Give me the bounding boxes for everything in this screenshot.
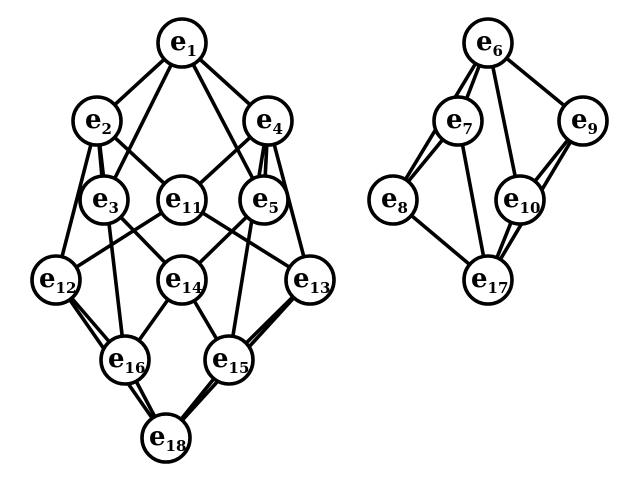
edge-e2-e16 (95, 119, 127, 362)
edge-e1-e5 (180, 41, 266, 202)
node-circle (140, 412, 192, 464)
node-label: e11 (165, 184, 202, 217)
node-label: e12 (39, 264, 76, 297)
node-label: e10 (503, 184, 540, 217)
node-e12: e12 (30, 254, 82, 306)
node-e15: e15 (203, 334, 255, 386)
node-label-subscript: 9 (588, 120, 598, 138)
node-label-base: e (503, 184, 520, 214)
node-circle (432, 95, 484, 147)
node-label: e14 (165, 264, 202, 297)
node-label-subscript: 15 (229, 359, 250, 377)
node-circle (242, 95, 294, 147)
node-e10: e10 (494, 174, 546, 226)
node-e11: e11 (156, 174, 208, 226)
node-label-base: e (212, 344, 229, 374)
node-label: e15 (212, 344, 249, 377)
node-label-base: e (165, 264, 182, 294)
edge-e1-e3 (102, 41, 184, 202)
node-label-subscript: 1 (187, 42, 197, 60)
node-circle (78, 174, 130, 226)
node-circle (462, 17, 514, 69)
node-e16: e16 (99, 334, 151, 386)
node-label: e3 (92, 184, 119, 217)
node-label-subscript: 16 (125, 359, 146, 377)
node-e5: e5 (238, 174, 290, 226)
node-e14: e14 (156, 254, 208, 306)
node-label-subscript: 10 (520, 199, 541, 217)
node-circle (494, 174, 546, 226)
node-label-base: e (571, 105, 588, 135)
node-label: e16 (108, 344, 145, 377)
node-label-base: e (252, 184, 269, 214)
node-label-base: e (108, 344, 125, 374)
node-e1: e1 (156, 17, 208, 69)
node-circle (284, 254, 336, 306)
node-label-base: e (476, 27, 493, 57)
node-label: e18 (149, 422, 186, 455)
node-label-subscript: 7 (463, 120, 473, 138)
node-e7: e7 (432, 95, 484, 147)
node-e8: e8 (367, 174, 419, 226)
node-e13: e13 (284, 254, 336, 306)
node-e3: e3 (78, 174, 130, 226)
node-circle (557, 95, 609, 147)
node-circle (99, 334, 151, 386)
node-label-base: e (92, 184, 109, 214)
node-label: e8 (381, 184, 408, 217)
node-label-subscript: 11 (182, 199, 203, 217)
node-label: e13 (293, 264, 330, 297)
node-label: e7 (446, 105, 473, 138)
node-label-subscript: 8 (398, 199, 408, 217)
node-e2: e2 (71, 95, 123, 147)
node-label: e5 (252, 184, 279, 217)
node-circle (156, 174, 208, 226)
node-circle (367, 174, 419, 226)
node-label-subscript: 18 (166, 437, 187, 455)
edge-e6-e10 (486, 41, 522, 202)
node-circle (30, 254, 82, 306)
node-label: e4 (256, 105, 283, 138)
node-e9: e9 (557, 95, 609, 147)
node-label-base: e (39, 264, 56, 294)
node-label-base: e (293, 264, 310, 294)
node-label: e17 (471, 264, 508, 297)
node-label-subscript: 6 (493, 42, 503, 60)
node-circle (71, 95, 123, 147)
node-label: e6 (476, 27, 503, 60)
node-label-subscript: 4 (273, 120, 283, 138)
edge-e7-e17 (456, 119, 490, 282)
node-label: e1 (170, 27, 197, 60)
node-label-base: e (165, 184, 182, 214)
node-label-base: e (85, 105, 102, 135)
node-label-subscript: 5 (269, 199, 279, 217)
node-label-base: e (170, 27, 187, 57)
node-circle (203, 334, 255, 386)
node-label: e2 (85, 105, 112, 138)
node-circle (156, 254, 208, 306)
node-e18: e18 (140, 412, 192, 464)
node-label-subscript: 13 (310, 279, 331, 297)
node-circle (156, 17, 208, 69)
node-label: e9 (571, 105, 598, 138)
edge-e2-e12 (54, 119, 99, 282)
node-e17: e17 (462, 254, 514, 306)
node-label-base: e (149, 422, 166, 452)
node-label-base: e (256, 105, 273, 135)
node-label-subscript: 2 (102, 120, 112, 138)
node-label-base: e (381, 184, 398, 214)
node-label-subscript: 12 (56, 279, 77, 297)
node-label-subscript: 17 (488, 279, 509, 297)
node-circle (238, 174, 290, 226)
node-label-subscript: 14 (182, 279, 203, 297)
node-label-subscript: 3 (109, 199, 119, 217)
node-e6: e6 (462, 17, 514, 69)
node-label-base: e (446, 105, 463, 135)
node-circle (462, 254, 514, 306)
node-e4: e4 (242, 95, 294, 147)
node-label-base: e (471, 264, 488, 294)
